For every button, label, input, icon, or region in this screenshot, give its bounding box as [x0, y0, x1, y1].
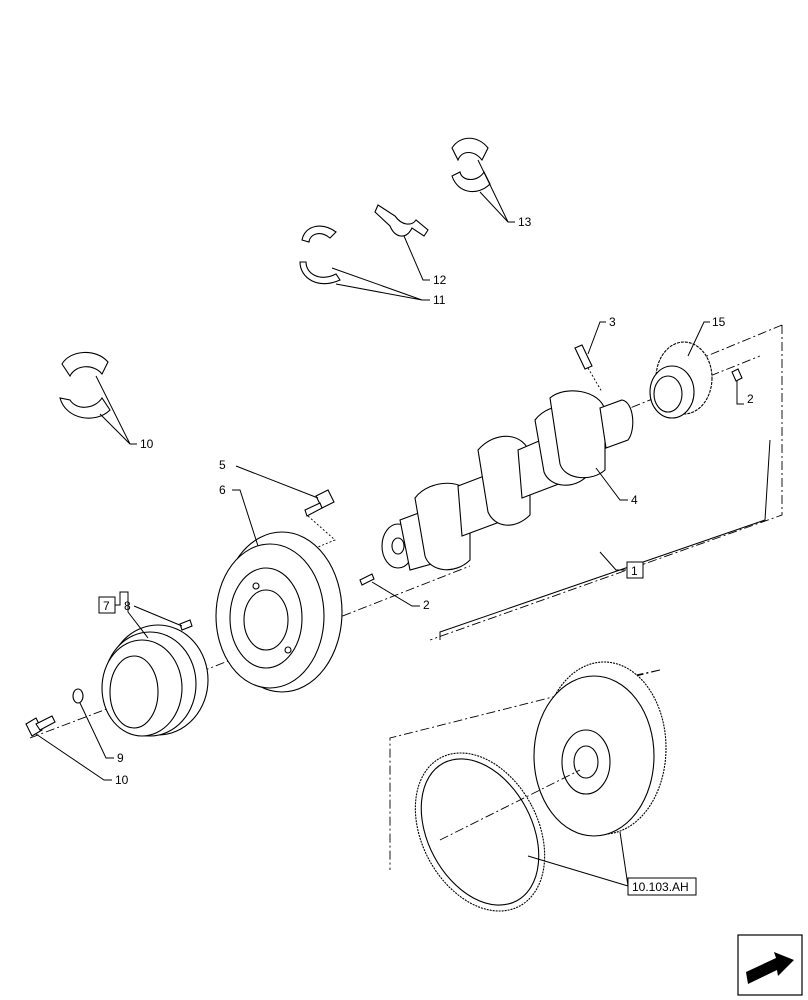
washer	[72, 688, 84, 704]
ring-gear	[414, 752, 546, 912]
leader-11	[95, 375, 137, 445]
leader-15	[687, 321, 710, 357]
callout-8: 8	[124, 599, 131, 613]
belt-pulley	[101, 624, 209, 737]
bearing-shells-lower	[59, 351, 111, 419]
leader-14	[477, 159, 515, 223]
callout-4: 4	[631, 493, 638, 507]
leader-9	[79, 702, 114, 759]
thrust-half-upper	[374, 204, 429, 237]
dowel-pin-3	[574, 344, 593, 370]
flywheel	[533, 661, 667, 837]
next-page-arrow-icon[interactable]	[737, 934, 803, 996]
leader-5	[235, 465, 319, 499]
callout-7: 7	[103, 599, 110, 613]
callout-9: 9	[117, 751, 124, 765]
pulley-retaining-bolt	[25, 715, 56, 737]
assembly-boundary	[429, 324, 783, 641]
callout-14: 13	[518, 215, 532, 229]
callout-13: 12	[433, 273, 447, 287]
reference-label: 10.103.AH	[632, 880, 689, 894]
callout-2-right: 2	[747, 392, 754, 406]
dowel-pin-2-center	[359, 573, 375, 586]
leader-12	[331, 267, 430, 301]
leader-3	[587, 321, 606, 355]
callout-2-center: 2	[423, 598, 430, 612]
pulley-bolt	[304, 489, 335, 517]
leader-2-right	[736, 381, 744, 405]
leader-6	[232, 489, 259, 547]
leader-1	[599, 551, 626, 571]
leader-10	[35, 733, 112, 781]
crankshaft	[381, 390, 634, 571]
leader-ref	[527, 831, 629, 887]
callout-6: 6	[219, 483, 226, 497]
callout-15: 15	[712, 315, 726, 329]
reference-box	[627, 877, 697, 896]
dowel-pin-8	[179, 619, 193, 631]
callout-1: 1	[631, 564, 638, 578]
kit-1-box	[626, 561, 644, 579]
leader-8	[133, 605, 183, 627]
callout-11: 10	[140, 437, 154, 451]
thrust-washers	[299, 225, 341, 285]
leader-2-center	[371, 581, 420, 607]
callout-10: 10	[115, 773, 129, 787]
callout-5: 5	[219, 458, 226, 472]
dowel-pin-2-right	[731, 368, 743, 382]
leader-4	[595, 467, 628, 501]
pin-3-guide	[587, 367, 603, 393]
kit-bracket-line	[439, 439, 771, 640]
damper-pulley	[215, 531, 343, 693]
leader-13	[403, 235, 430, 281]
bearing-shells-upper	[451, 137, 491, 193]
callout-12: 11	[433, 293, 446, 307]
crank-gear	[649, 341, 713, 419]
kit-7-bracket	[115, 591, 149, 639]
callout-3: 3	[609, 315, 616, 329]
